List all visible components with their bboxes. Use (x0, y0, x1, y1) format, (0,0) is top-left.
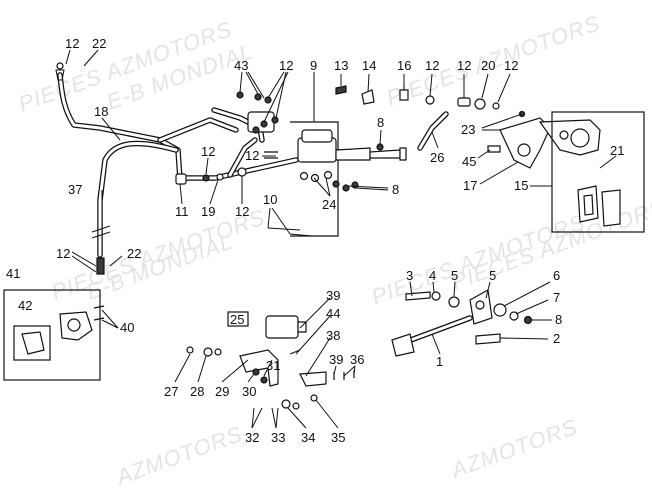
callout-24: 24 (322, 197, 336, 212)
callout-21: 21 (610, 143, 624, 158)
watermark: AZMOTORS (446, 414, 581, 483)
callout-12: 12 (201, 144, 215, 159)
callout-36: 36 (350, 352, 364, 367)
callout-39: 39 (326, 288, 340, 303)
callout-33: 33 (271, 430, 285, 445)
callout-8: 8 (555, 312, 562, 327)
callout-25: 25 (230, 312, 244, 327)
callout-31: 31 (266, 358, 280, 373)
callout-43: 43 (234, 58, 248, 73)
watermark: PIECES AZMOTORS (448, 194, 652, 295)
callout-12: 12 (65, 36, 79, 51)
callout-12: 12 (279, 58, 293, 73)
callout-1: 1 (436, 354, 443, 369)
callout-38: 38 (326, 328, 340, 343)
callout-44: 44 (326, 306, 340, 321)
callout-42: 42 (18, 298, 32, 313)
callout-12: 12 (457, 58, 471, 73)
callout-22: 22 (127, 246, 141, 261)
callout-14: 14 (362, 58, 376, 73)
callout-22: 22 (92, 36, 106, 51)
pad-box (551, 111, 645, 233)
callout-12: 12 (504, 58, 518, 73)
callout-5: 5 (451, 268, 458, 283)
leader-lines (65, 49, 617, 429)
callout-3: 3 (406, 268, 413, 283)
callout-26: 26 (430, 150, 444, 165)
rear-brake-pedal (391, 289, 533, 357)
callout-17: 17 (463, 178, 477, 193)
callout-27: 27 (164, 384, 178, 399)
hose-connectors (175, 151, 278, 185)
callout-18: 18 (94, 104, 108, 119)
callout-8: 8 (392, 182, 399, 197)
callout-labels: 12 22 43 12 9 13 14 16 12 12 20 12 18 8 … (6, 36, 624, 445)
callout-7: 7 (553, 290, 560, 305)
rear-brake-hose (91, 140, 179, 275)
callout-12: 12 (245, 148, 259, 163)
callout-12: 12 (235, 204, 249, 219)
junction-block (236, 91, 279, 134)
watermarks: PIECES AZMOTORS PIECES AZMOTORS E-B MOND… (15, 10, 652, 489)
front-caliper-box (3, 289, 105, 381)
hose-lines (157, 107, 299, 181)
callout-13: 13 (334, 58, 348, 73)
callout-20: 20 (481, 58, 495, 73)
callout-30: 30 (242, 384, 256, 399)
callout-12: 12 (425, 58, 439, 73)
rear-caliper-assembly (487, 110, 601, 169)
callout-37: 37 (68, 182, 82, 197)
callout-28: 28 (190, 384, 204, 399)
callout-4: 4 (429, 268, 436, 283)
callout-12: 12 (56, 246, 70, 261)
callout-5: 5 (489, 268, 496, 283)
callout-23: 23 (461, 122, 475, 137)
callout-19: 19 (201, 204, 215, 219)
callout-39: 39 (329, 352, 343, 367)
callout-29: 29 (215, 384, 229, 399)
callout-15: 15 (514, 178, 528, 193)
callout-8: 8 (377, 115, 384, 130)
rear-brake-pipe (417, 111, 449, 151)
callout-11: 11 (175, 204, 189, 219)
callout-35: 35 (331, 430, 345, 445)
callout-10: 10 (263, 192, 277, 207)
callout-41: 41 (6, 266, 20, 281)
top-small-parts (335, 85, 500, 110)
callout-32: 32 (245, 430, 259, 445)
front-brake-hose (55, 62, 183, 183)
callout-6: 6 (553, 268, 560, 283)
callout-40: 40 (120, 320, 134, 335)
callout-34: 34 (301, 430, 315, 445)
callout-16: 16 (397, 58, 411, 73)
callout-2: 2 (553, 331, 560, 346)
watermark: AZMOTORS (111, 421, 246, 489)
master-cylinder-group (290, 121, 407, 237)
callout-9: 9 (310, 58, 317, 73)
callout-45: 45 (462, 154, 476, 169)
